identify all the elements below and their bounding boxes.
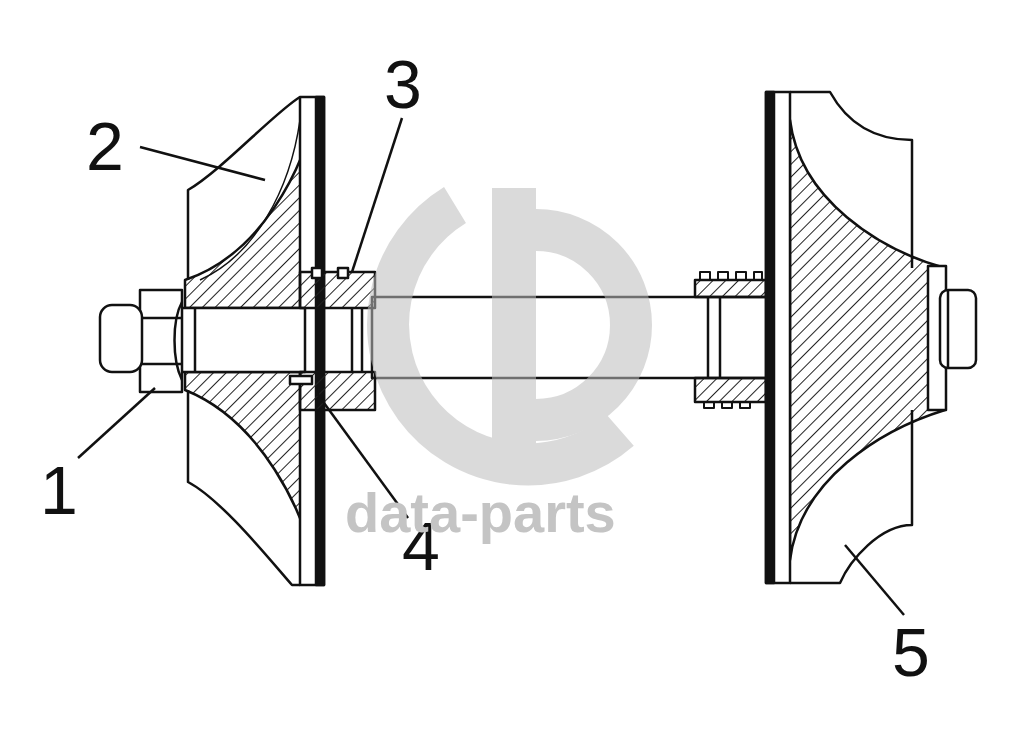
- watermark-text: data-parts: [345, 485, 616, 541]
- callout-number: 5: [892, 618, 930, 686]
- callout-number: 2: [86, 112, 124, 180]
- callout-number: 1: [40, 456, 78, 524]
- callout-number: 3: [384, 50, 422, 118]
